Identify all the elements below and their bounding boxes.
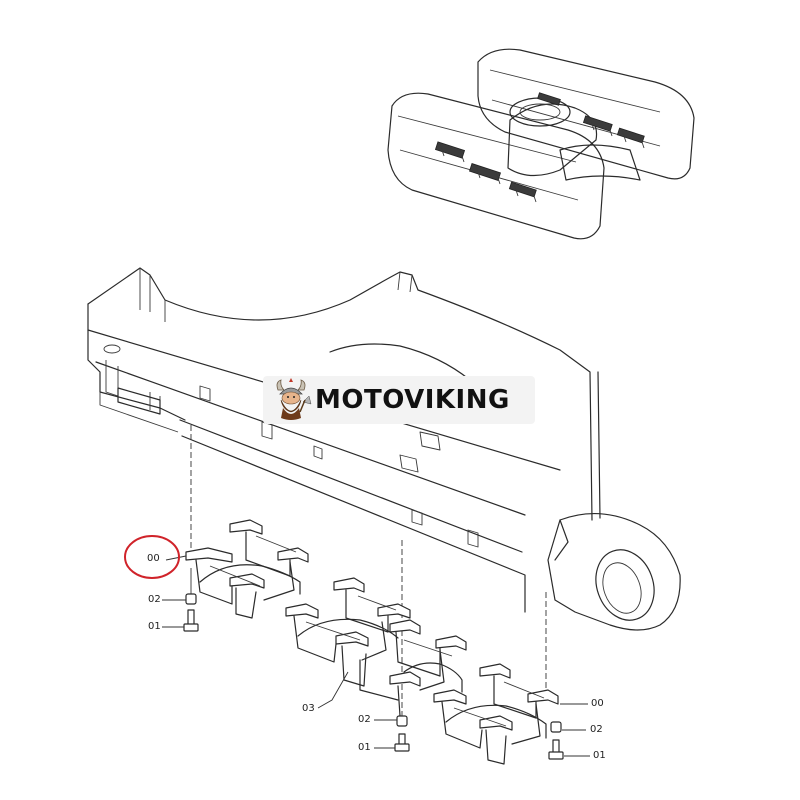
callout-middle-01: 01 xyxy=(358,742,371,753)
callout-middle-03: 03 xyxy=(302,703,315,714)
undercarriage-overview-inset xyxy=(387,48,695,240)
brand-watermark: MOTOVIKING xyxy=(263,376,535,424)
callout-middle-02: 02 xyxy=(358,714,371,725)
viking-mascot-icon xyxy=(276,378,312,420)
callout-right-01: 01 xyxy=(593,750,606,761)
brand-name: MOTOVIKING xyxy=(315,385,510,415)
callout-right-02: 02 xyxy=(590,724,603,735)
callout-right-00: 00 xyxy=(591,698,604,709)
callout-left-01: 01 xyxy=(148,621,161,632)
highlight-circle xyxy=(124,535,180,579)
track-frame xyxy=(87,267,681,631)
bolt-washer-right xyxy=(548,721,564,760)
bolt-washer-left xyxy=(183,593,199,632)
assembly-guide-lines xyxy=(190,425,547,716)
callout-leaders xyxy=(162,555,590,757)
track-guard-left xyxy=(185,519,309,619)
callout-left-02: 02 xyxy=(148,594,161,605)
track-guard-right xyxy=(433,663,559,765)
track-guard-middle xyxy=(285,577,467,717)
callout-left-00: 00 xyxy=(147,553,160,564)
bolt-washer-middle xyxy=(394,715,410,752)
